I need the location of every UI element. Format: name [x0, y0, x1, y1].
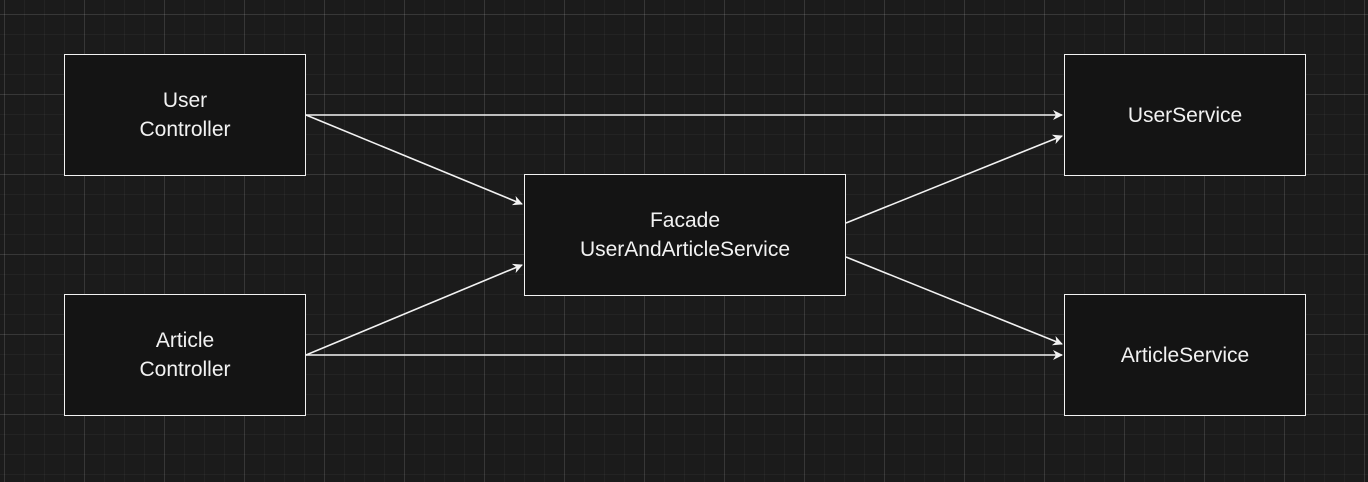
node-label-line: ArticleService: [1120, 343, 1250, 367]
node-label-line: Facade: [649, 209, 721, 232]
node-label-line: UserService: [1127, 103, 1243, 127]
facade-node[interactable]: Facade UserAndArticleService: [524, 174, 846, 296]
article-service-node[interactable]: ArticleService: [1064, 294, 1306, 416]
node-label-line: User: [162, 89, 208, 112]
article-controller-node[interactable]: Article Controller: [64, 294, 306, 416]
node-label-line: Controller: [139, 358, 231, 381]
edge-facade-to-article-service: [845, 256, 1063, 346]
user-controller-node[interactable]: User Controller: [64, 54, 306, 176]
node-label-line: Article: [155, 329, 215, 352]
edge-user-controller-to-facade: [305, 114, 523, 206]
node-label-line: UserAndArticleService: [579, 238, 791, 261]
user-service-node[interactable]: UserService: [1064, 54, 1306, 176]
node-label-line: Controller: [139, 118, 231, 141]
edge-article-controller-to-facade: [305, 263, 523, 356]
edge-facade-to-user-service: [845, 134, 1063, 224]
